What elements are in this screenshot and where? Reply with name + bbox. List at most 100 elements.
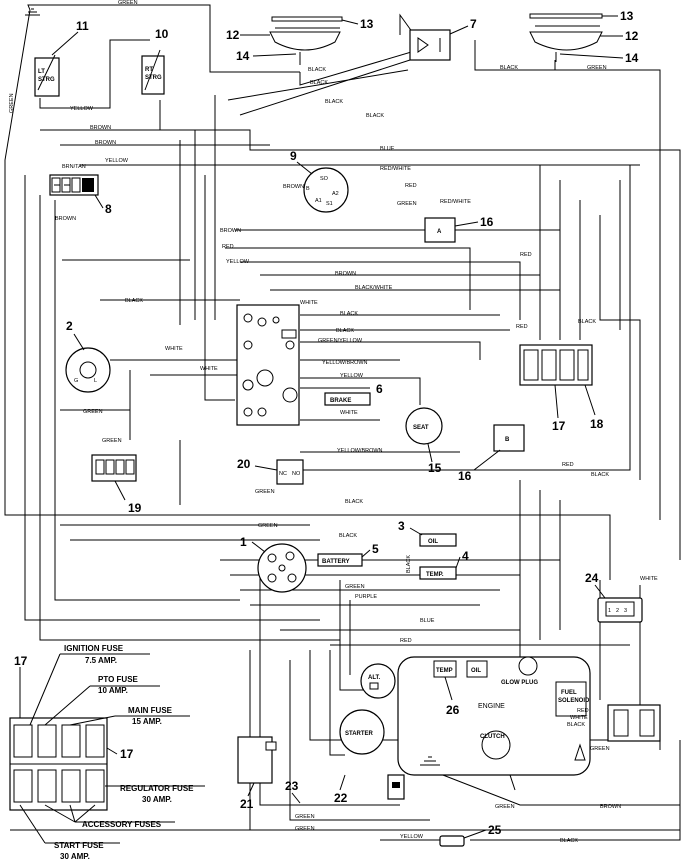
wire-label-purple: PURPLE xyxy=(355,594,377,600)
callout-4: 4 xyxy=(462,549,469,563)
wire-label-green: GREEN xyxy=(295,814,315,820)
svg-text:MAIN FUSE: MAIN FUSE xyxy=(128,706,173,715)
connector-19: 19 xyxy=(91,454,142,515)
main-key-switch: 1 xyxy=(240,535,307,593)
connector-24: 1 2 3 24 xyxy=(585,571,643,623)
svg-text:OIL: OIL xyxy=(428,539,438,545)
wire-label-green: GREEN xyxy=(255,489,275,495)
svg-text:STRG: STRG xyxy=(145,75,162,81)
svg-text:7.5 AMP.: 7.5 AMP. xyxy=(85,656,117,665)
callout-21: 21 xyxy=(240,797,254,811)
callout-20: 20 xyxy=(237,457,251,471)
wire-label-red: RED xyxy=(405,183,417,189)
wire-label-red-white: RED/WHITE xyxy=(380,166,411,172)
engine-ground xyxy=(420,756,440,766)
wire-label-black: BLACK xyxy=(560,838,578,844)
wire-label-white: WHITE xyxy=(300,300,318,306)
svg-text:A: A xyxy=(437,229,442,235)
wire-label-black: BLACK xyxy=(345,499,363,505)
svg-text:TEMP.: TEMP. xyxy=(426,572,444,578)
svg-text:SEAT: SEAT xyxy=(413,425,429,431)
wire-label-black: BLACK xyxy=(308,67,326,73)
wire-labels: GREEN GREEN BLACK BLACK BLACK BLACK BLAC… xyxy=(9,0,658,844)
callout-18: 18 xyxy=(590,417,604,431)
svg-text:B: B xyxy=(505,437,510,443)
svg-text:30 AMP.: 30 AMP. xyxy=(142,795,172,804)
wire-label-red: RED xyxy=(400,638,412,644)
svg-text:IGNITION FUSE: IGNITION FUSE xyxy=(64,644,124,653)
wire-label-green: GREEN xyxy=(102,438,122,444)
wire-label-red: RED xyxy=(577,708,589,714)
callout-25: 25 xyxy=(488,823,502,837)
callout-3: 3 xyxy=(398,519,405,533)
callout-1: 1 xyxy=(240,535,247,549)
callout-6: 6 xyxy=(376,382,383,396)
regulator-21: 21 xyxy=(237,736,277,811)
wire-label-black: BLACK xyxy=(336,328,354,334)
wire-label-blue: BLUE xyxy=(420,618,435,624)
wire-label-black: BLACK xyxy=(591,472,609,478)
wire-label-brown: BROWN xyxy=(90,125,111,131)
callout-7: 7 xyxy=(470,17,477,31)
wire-label-black: BLACK xyxy=(500,65,518,71)
wire-label-green-yellow: GREEN/YELLOW xyxy=(318,338,363,344)
wire-label-yellow: YELLOW xyxy=(226,259,250,265)
svg-text:ALT.: ALT. xyxy=(368,675,381,681)
svg-text:A1: A1 xyxy=(315,198,322,204)
svg-text:TEMP: TEMP xyxy=(436,668,453,674)
wire-label-brown: BROWN xyxy=(335,271,356,277)
wire-label-green: GREEN xyxy=(83,409,103,415)
wire-label-red-white: RED/WHITE xyxy=(440,199,471,205)
wire-label-green: GREEN xyxy=(495,804,515,810)
starter: STARTER xyxy=(339,709,385,755)
svg-text:30 AMP.: 30 AMP. xyxy=(60,852,90,861)
svg-text:2: 2 xyxy=(616,608,619,614)
svg-text:GLOW PLUG: GLOW PLUG xyxy=(501,680,538,686)
callout-9: 9 xyxy=(290,149,297,163)
relay-cluster: 17 18 xyxy=(519,344,604,433)
wire-label-green: GREEN xyxy=(397,201,417,207)
wire-label-yellow-brown: YELLOW/BROWN xyxy=(337,448,383,454)
svg-text:BRAKE: BRAKE xyxy=(330,398,351,404)
wire-label-red: RED xyxy=(516,324,528,330)
callout-11: 11 xyxy=(76,19,89,33)
callout-12: 12 xyxy=(226,28,240,42)
seat-switch: SEAT 15 xyxy=(405,407,443,475)
wire-label-black: BLACK xyxy=(325,99,343,105)
wire-label-black-white: BLACK/WHITE xyxy=(355,285,393,291)
callout-10: 10 xyxy=(155,27,169,41)
engine-connector: RED WHITE BLACK xyxy=(567,704,661,742)
svg-text:3: 3 xyxy=(624,608,627,614)
wire-label-green: GREEN xyxy=(118,0,138,6)
starter-relay xyxy=(387,774,405,800)
callout-13: 13 xyxy=(620,9,634,23)
callout-22: 22 xyxy=(334,791,348,805)
inline-fuse-25: 25 xyxy=(439,823,502,847)
wire-label-white: WHITE xyxy=(165,346,183,352)
wire-label-yellow-brown: YELLOW/BROWN xyxy=(322,360,368,366)
svg-text:CLUTCH: CLUTCH xyxy=(480,734,505,740)
light-switch: 7 xyxy=(409,17,477,61)
svg-text:ACCESSORY FUSES: ACCESSORY FUSES xyxy=(82,820,162,829)
callout-17: 17 xyxy=(14,654,28,668)
wire-label-black: BLACK xyxy=(310,80,328,86)
svg-text:LT: LT xyxy=(38,69,45,75)
wire-label-blue: BLUE xyxy=(380,146,395,152)
svg-text:NC: NC xyxy=(279,471,287,477)
svg-text:STARTER: STARTER xyxy=(345,731,374,737)
wire-label-green: GREEN xyxy=(587,65,607,71)
svg-text:B: B xyxy=(306,186,310,192)
engine-block: ENGINE TEMP OIL GLOW PLUG FUEL SOLENOID … xyxy=(397,656,591,776)
svg-text:NO: NO xyxy=(292,471,301,477)
pto-switch: G L 2 xyxy=(65,319,111,393)
callout-17: 17 xyxy=(552,419,566,433)
relay-b: B 16 xyxy=(458,424,525,483)
wire-label-black: BLACK xyxy=(567,722,585,728)
callout-13: 13 xyxy=(360,17,374,31)
callout-16: 16 xyxy=(480,215,494,229)
callout-12: 12 xyxy=(625,29,639,43)
wire-label-yellow: YELLOW xyxy=(70,106,94,112)
wire-label-green: GREEN xyxy=(345,584,365,590)
wiring-harness xyxy=(4,4,681,841)
